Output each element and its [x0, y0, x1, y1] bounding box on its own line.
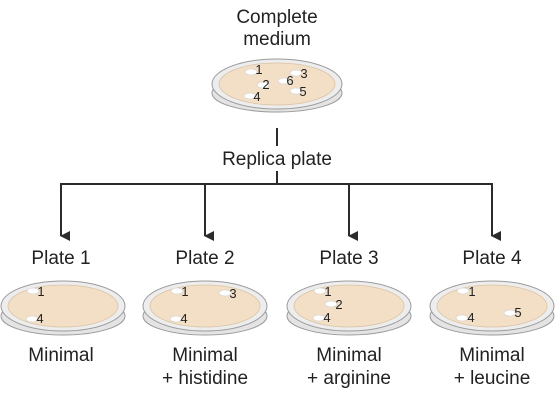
colony — [503, 309, 517, 317]
colony — [243, 92, 257, 100]
plate-4: Plate 4 1 4 5 Minimal + leucine — [429, 248, 555, 389]
colony — [244, 68, 258, 76]
petri-dish — [142, 280, 268, 336]
colony-label: 2 — [262, 77, 269, 92]
agar-medium — [7, 284, 119, 328]
colony-label: 4 — [180, 311, 187, 326]
plate-title: Plate 1 — [31, 248, 90, 269]
agar-medium — [218, 62, 336, 106]
colony — [312, 314, 326, 322]
colony — [324, 300, 338, 308]
petri-dish — [429, 280, 555, 336]
colony — [26, 287, 40, 295]
colony — [169, 315, 183, 323]
plate-title: Plate 3 — [319, 248, 378, 269]
colony-label: 4 — [323, 310, 330, 325]
colony-label: 2 — [335, 297, 342, 312]
colony-label: 3 — [229, 286, 236, 301]
colony — [289, 87, 303, 95]
agar-medium — [293, 284, 405, 328]
plate-medium-line2: + arginine — [307, 368, 391, 389]
colony-label: 5 — [514, 305, 521, 320]
colony-label: 4 — [36, 311, 43, 326]
plate-medium-line1: Minimal — [459, 345, 524, 366]
plate-medium-line1: Minimal — [28, 345, 93, 366]
colony — [289, 69, 303, 77]
plate-medium-line2: + histidine — [162, 368, 248, 389]
colony-label: 1 — [37, 284, 44, 299]
top-title-line1: Complete — [236, 7, 317, 28]
colony-label: 1 — [324, 284, 331, 299]
complete-medium-plate: Complete medium 1 2 3 4 5 6 — [211, 7, 343, 113]
colony-label: 3 — [300, 66, 307, 81]
plate-title: Plate 2 — [175, 248, 234, 269]
petri-dish — [286, 280, 412, 336]
top-title-line2: medium — [243, 29, 311, 50]
colony — [170, 287, 184, 295]
colony — [277, 77, 291, 85]
colony-label: 1 — [181, 284, 188, 299]
agar-medium — [149, 284, 261, 328]
colony — [25, 315, 39, 323]
colony — [218, 289, 232, 297]
colony — [456, 287, 470, 295]
plate-3: Plate 3 1 2 4 Minimal + arginine — [286, 248, 412, 389]
plate-medium-line1: Minimal — [172, 345, 237, 366]
colony-label: 6 — [286, 73, 293, 88]
petri-dish — [0, 280, 126, 336]
colony-labels: 1 2 3 4 5 6 — [253, 62, 307, 104]
plate-title: Plate 4 — [462, 248, 522, 269]
plate-medium-line1: Minimal — [316, 345, 381, 366]
colonies — [243, 68, 303, 100]
replica-label: Replica plate — [222, 149, 332, 170]
colony-label: 4 — [467, 310, 474, 325]
agar-medium — [436, 284, 548, 328]
colony-label: 4 — [253, 89, 260, 104]
plate-medium-line2: + leucine — [454, 368, 531, 389]
colony-label: 5 — [299, 84, 306, 99]
colony — [313, 287, 327, 295]
colony — [256, 81, 270, 89]
plate-2: Plate 2 1 3 4 Minimal + histidine — [142, 248, 268, 389]
colony-label: 1 — [255, 62, 262, 77]
plate-1: Plate 1 1 4 Minimal — [0, 248, 126, 366]
petri-dish — [211, 58, 343, 113]
colony-label: 1 — [468, 284, 475, 299]
colony — [455, 314, 469, 322]
